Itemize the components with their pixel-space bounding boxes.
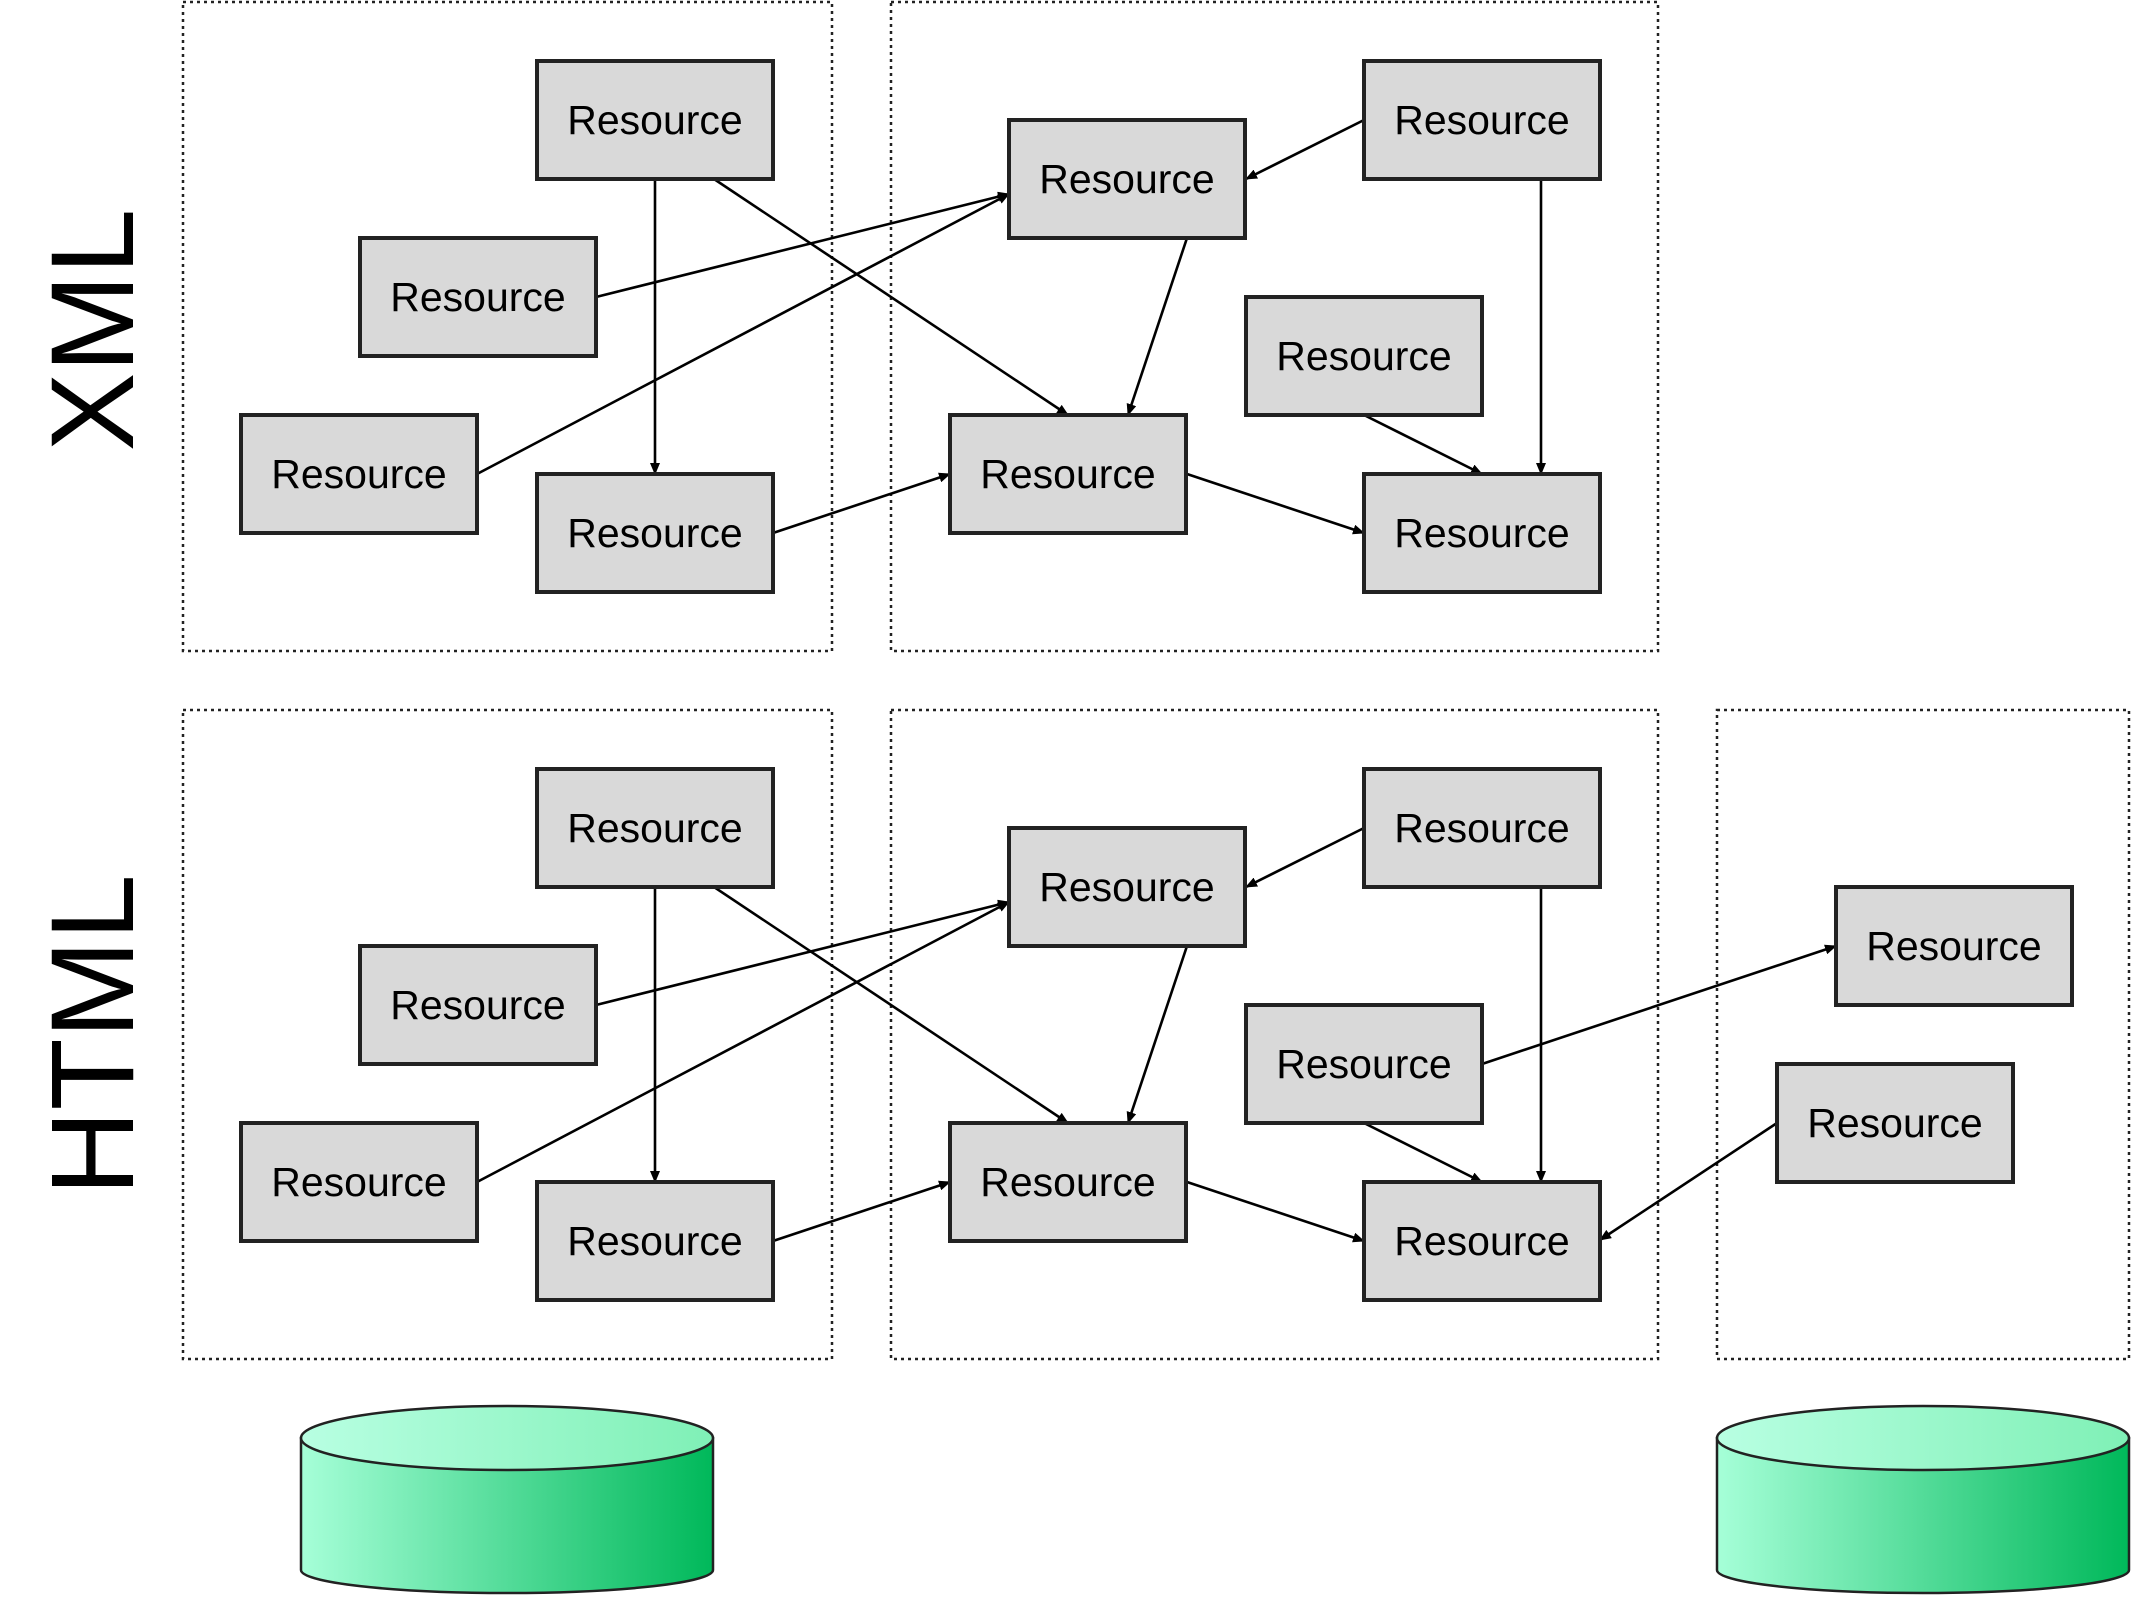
resource-box [1362,59,1602,181]
html-edge-arrow [595,899,1010,1007]
html-edge-arrow [1481,944,1837,1066]
resource-box [535,472,775,594]
xml-edge-arrow [595,191,1010,299]
resource-node: Resource [1775,1062,2015,1184]
resource-label: Resource [980,1159,1155,1205]
database-right-icon [1715,1404,2131,1595]
resource-box [239,413,479,535]
resource-label: Resource [1866,923,2041,969]
html-row-label: HTML [27,874,159,1195]
edges-layer [476,118,1837,1243]
resource-node: Resource [1362,1180,1602,1302]
resource-node: Resource [1362,59,1602,181]
resource-node: Resource [239,413,479,535]
xml-group-left [181,0,834,653]
resource-box [239,1121,479,1243]
resource-label: Resource [1039,864,1214,910]
resource-box [358,236,598,358]
resource-box [1362,1180,1602,1302]
resource-node: Resource [535,472,775,594]
resource-label: Resource [567,1218,742,1264]
xml-edge-arrow [1186,472,1365,535]
resource-node: Resource [535,59,775,181]
resource-box [948,413,1188,535]
resource-box [1007,826,1247,948]
resource-node: Resource [948,1121,1188,1243]
resource-label: Resource [1276,1041,1451,1087]
xml-group-middle [889,0,1660,653]
html-edge-arrow [1599,1121,1778,1242]
resource-label: Resource [1394,805,1569,851]
resource-node: Resource [1007,826,1247,948]
resource-label: Resource [271,451,446,497]
xml-edge-arrow [1363,413,1483,476]
resource-label: Resource [1276,333,1451,379]
resource-label: Resource [271,1159,446,1205]
resource-node: Resource [358,236,598,358]
xml-row-label: XML [27,209,159,452]
html-edge-arrow [772,1180,951,1243]
resource-box [1362,767,1602,889]
resource-label: Resource [1394,510,1569,556]
resource-box [1834,885,2074,1007]
resource-box [535,59,775,181]
resource-node: Resource [1834,885,2074,1007]
resource-box [535,1180,775,1302]
xml-edge-arrow [1245,118,1365,181]
xml-edge-arrow [1126,237,1189,416]
resource-box [535,767,775,889]
resource-label: Resource [1039,156,1214,202]
html-group-left [181,708,834,1361]
resource-node: Resource [239,1121,479,1243]
resource-label: Resource [390,274,565,320]
resource-node: Resource [1362,767,1602,889]
resource-node: Resource [535,767,775,889]
html-group-right [1715,708,2131,1361]
resource-node: Resource [1007,118,1247,240]
resource-node: Resource [1244,1003,1484,1125]
html-edge-arrow [1245,826,1365,889]
resource-box [1362,472,1602,594]
html-group-middle [889,708,1660,1361]
resource-node: Resource [1362,472,1602,594]
html-edge-arrow [713,885,1069,1125]
resource-label: Resource [567,510,742,556]
nodes-layer: ResourceResourceResourceResourceResource… [239,59,2074,1302]
resource-box [948,1121,1188,1243]
resource-box [358,944,598,1066]
resource-box [1244,295,1484,417]
xml-edge-arrow [713,177,1069,417]
html-edge-arrow [476,900,1010,1184]
html-edge-arrow [1363,1121,1483,1184]
resource-label: Resource [1394,97,1569,143]
resource-node: Resource [358,944,598,1066]
resource-label: Resource [567,805,742,851]
resource-node: Resource [535,1180,775,1302]
resource-label: Resource [390,982,565,1028]
xml-edge-arrow [476,192,1010,476]
html-edge-arrow [1186,1180,1365,1243]
resource-box [1775,1062,2015,1184]
resource-box [1244,1003,1484,1125]
resource-label: Resource [980,451,1155,497]
resource-box [1007,118,1247,240]
resource-node: Resource [948,413,1188,535]
resource-label: Resource [1807,1100,1982,1146]
resource-label: Resource [567,97,742,143]
html-edge-arrow [1126,945,1189,1124]
resource-node: Resource [1244,295,1484,417]
resource-label: Resource [1394,1218,1569,1264]
xml-edge-arrow [772,472,951,535]
database-left-icon [299,1404,715,1595]
